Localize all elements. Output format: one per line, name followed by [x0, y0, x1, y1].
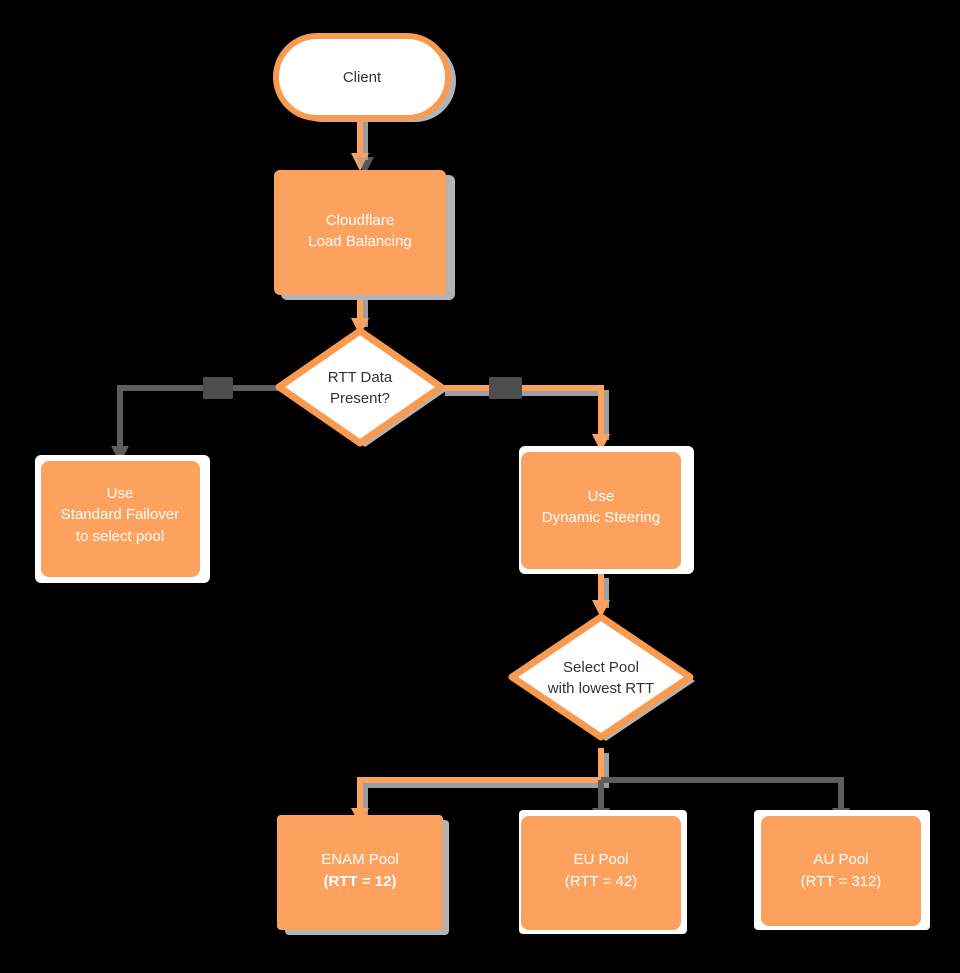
edge-label-yes-text: Yes [496, 383, 514, 395]
node-load-balancing-line1: Cloudflare [326, 212, 394, 229]
node-eu-pool-line2: (RTT = 42) [565, 873, 637, 890]
node-load-balancing[interactable]: Cloudflare Load Balancing [274, 170, 455, 300]
node-dynamic-steering-line2: Dynamic Steering [542, 509, 660, 526]
node-rtt-decision[interactable]: RTT Data Present? [275, 327, 446, 447]
node-dynamic-steering-line1: Use [588, 488, 615, 505]
node-enam-pool[interactable]: ENAM Pool (RTT = 12) [277, 815, 449, 935]
node-standard-failover-line1: Use [107, 485, 134, 502]
node-standard-failover-line2: Standard Failover [61, 506, 179, 523]
node-rtt-decision-line2: Present? [330, 390, 390, 407]
edge-client-to-load-balancing [351, 118, 374, 175]
node-enam-pool-line1: ENAM Pool [321, 851, 399, 868]
node-select-pool-line1: Select Pool [563, 659, 639, 676]
edge-label-no: No [203, 377, 233, 399]
node-au-pool-line2: (RTT = 312) [801, 873, 882, 890]
node-standard-failover-line3: to select pool [76, 528, 164, 545]
node-load-balancing-line2: Load Balancing [308, 233, 411, 250]
edge-rtt-decision-to-dynamic-steering [437, 385, 610, 452]
edge-layer: Use Standard Failover --> Use Dynamic St… [111, 118, 850, 826]
edge-label-yes: Yes [489, 377, 522, 399]
node-layer: Client Cloudflare Load Balancing RTT Dat… [35, 33, 930, 935]
node-client-label: Client [343, 69, 382, 86]
node-client[interactable]: Client [273, 33, 456, 122]
node-select-pool[interactable]: Select Pool with lowest RTT [508, 613, 695, 741]
node-eu-pool-line1: EU Pool [573, 851, 628, 868]
node-select-pool-line2: with lowest RTT [547, 680, 654, 697]
node-enam-pool-line2: (RTT = 12) [324, 873, 397, 890]
edge-rtt-decision-to-standard-failover [111, 385, 283, 464]
edge-label-no-text: No [211, 383, 225, 395]
node-standard-failover[interactable]: Use Standard Failover to select pool [35, 455, 210, 583]
node-rtt-decision-line1: RTT Data [328, 369, 393, 386]
node-au-pool[interactable]: AU Pool (RTT = 312) [754, 810, 930, 930]
edge-dynamic-steering-to-select-pool [592, 572, 610, 618]
edge-load-balancing-to-rtt-decision [351, 296, 369, 336]
node-au-pool-line1: AU Pool [813, 851, 868, 868]
node-eu-pool[interactable]: EU Pool (RTT = 42) [519, 810, 687, 934]
node-dynamic-steering[interactable]: Use Dynamic Steering [519, 446, 694, 574]
